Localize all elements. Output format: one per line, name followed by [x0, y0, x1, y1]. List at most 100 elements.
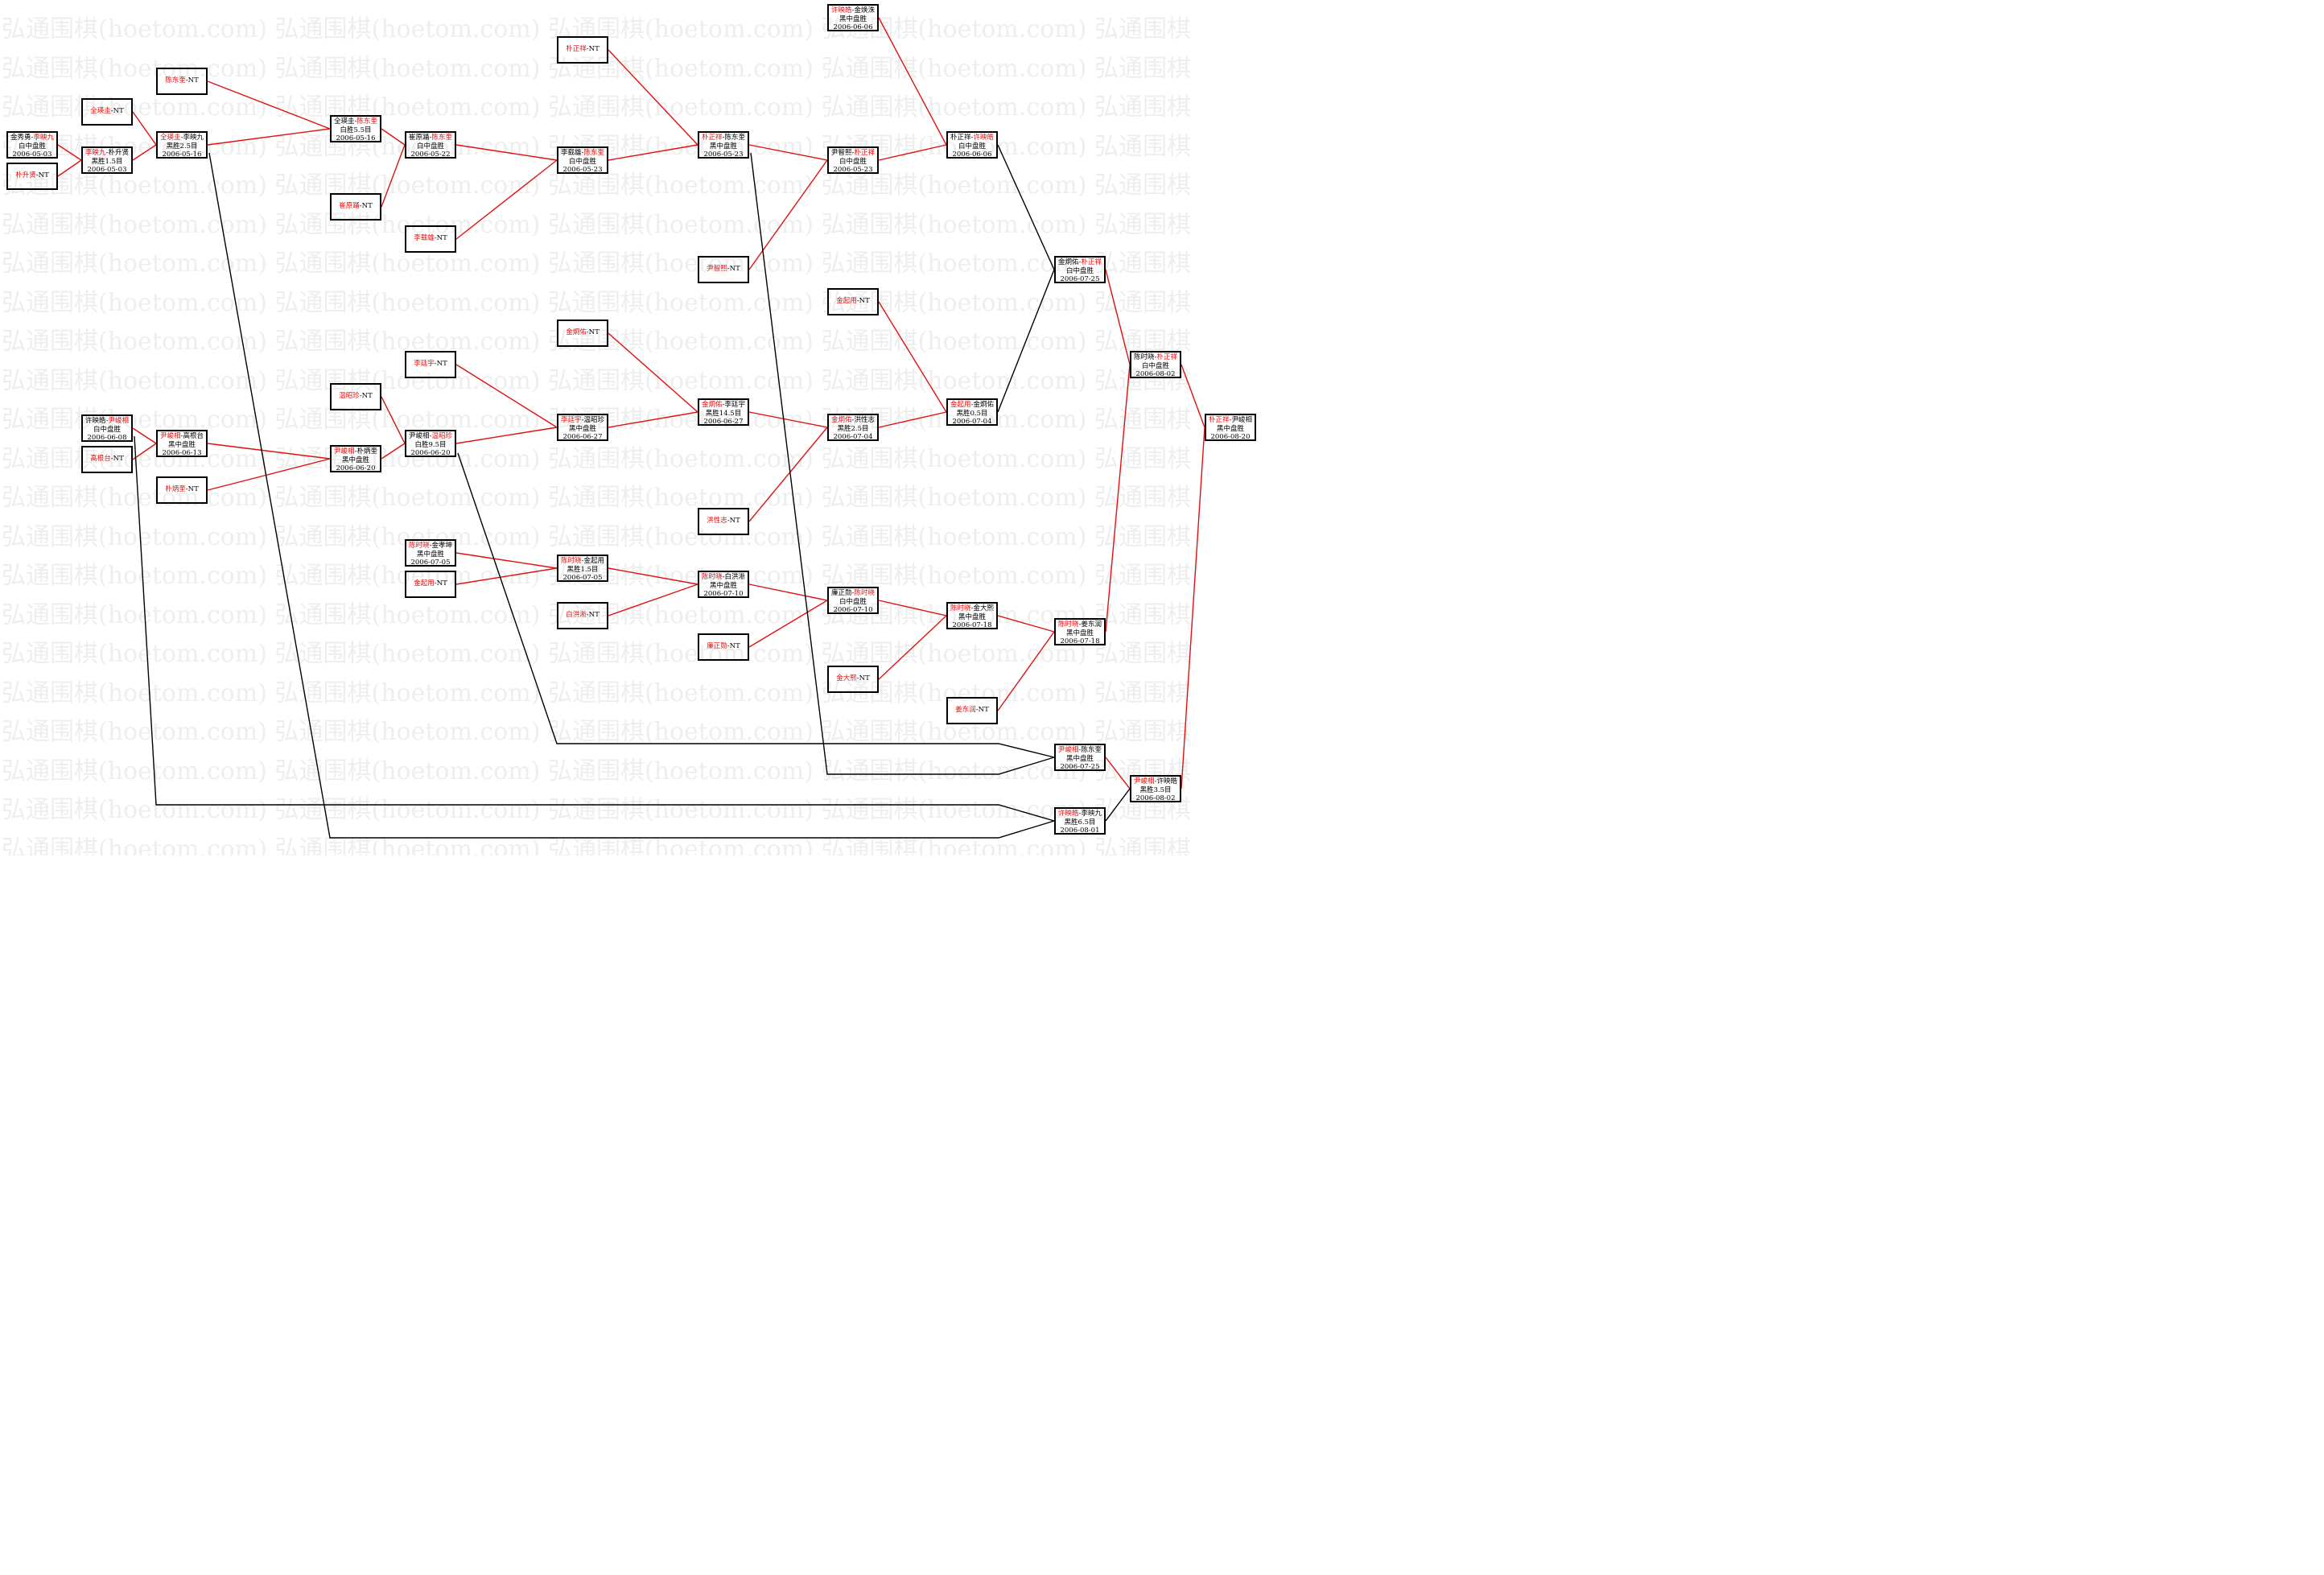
match-date: 2006-06-08: [87, 434, 127, 442]
match-result: 黑胜3.5目: [1139, 785, 1172, 794]
player-white: 尹峻相: [108, 417, 129, 425]
watermark-row: 弘通围棋(hoetom.com) 弘通围棋(hoetom.com) 弘通围棋(h…: [2, 562, 1191, 590]
bracket-connector: [608, 144, 698, 161]
bracket-connector: [207, 128, 331, 146]
seed-label: -NT: [359, 392, 373, 400]
match-players: 尹智熙-NT: [699, 265, 748, 274]
watermark-row: 弘通围棋(hoetom.com) 弘通围棋(hoetom.com) 弘通围棋(h…: [2, 835, 1191, 856]
match-players: 陈时晓-金大熙: [948, 604, 996, 613]
bracket-lines: [57, 17, 1205, 839]
player-white: 朴升贤: [108, 149, 129, 157]
player-separator: -: [1229, 416, 1232, 424]
match-players: 金起用-NT: [829, 297, 877, 306]
player-separator: -: [970, 604, 974, 612]
player-black: 尹峻相: [409, 432, 430, 440]
seed-box: 陈东奎-NT: [156, 68, 208, 95]
bracket-connector: [608, 49, 698, 146]
match-players: 朴炳奎-NT: [158, 485, 206, 494]
player-white: 许映皓: [973, 134, 994, 142]
bracket-connector: [608, 411, 698, 428]
player-name: 白洪淅: [566, 611, 587, 619]
bracket-connector: [455, 552, 558, 569]
match-players: 陈时晓-金起用: [558, 557, 607, 566]
match-players: 朴正祥-许映皓: [948, 134, 996, 142]
player-black: 陈时晓: [409, 542, 430, 550]
player-white: 朴正祥: [854, 149, 875, 157]
player-black: 朴正祥: [702, 134, 723, 142]
match-date: 2006-05-23: [562, 166, 603, 174]
player-separator: -: [581, 416, 584, 424]
match-date: 2006-05-23: [833, 166, 873, 174]
watermark-row: 弘通围棋(hoetom.com) 弘通围棋(hoetom.com) 弘通围棋(h…: [2, 678, 1191, 707]
player-separator: -: [722, 134, 725, 142]
match-result: 黑中盘胜: [568, 424, 596, 433]
player-separator: -: [429, 542, 432, 550]
match-result: 黑胜0.5目: [956, 409, 988, 418]
player-separator: -: [180, 134, 183, 142]
player-separator: -: [851, 416, 855, 424]
bracket-connector: [132, 443, 157, 460]
seed-box: 朴炳奎-NT: [156, 476, 208, 504]
bracket-connector: [878, 615, 947, 680]
player-black: 金炯佑: [831, 416, 852, 424]
player-white: 朴炳奎: [356, 447, 377, 456]
match-players: 陈时晓-姜东润: [1056, 621, 1104, 629]
player-name: 金大熙: [836, 674, 857, 682]
player-separator: -: [1078, 258, 1082, 266]
loser-path-connector: [750, 152, 1055, 775]
bracket-connector: [132, 427, 157, 444]
match-players: 金起用-NT: [406, 579, 455, 588]
player-name: 温昭珍: [339, 392, 360, 400]
match-date: 2006-07-18: [952, 621, 992, 629]
watermark-row: 弘通围棋(hoetom.com) 弘通围棋(hoetom.com) 弘通围棋(h…: [2, 406, 1191, 434]
seed-box: 高根台-NT: [81, 446, 133, 473]
match-date: 2006-05-22: [410, 150, 451, 159]
match-players: 朴正祥-陈东奎: [699, 134, 748, 142]
seed-label: -NT: [727, 265, 740, 273]
match-players: 崔原踊-陈东奎: [406, 134, 455, 142]
bracket-connector: [132, 144, 157, 161]
player-separator: -: [105, 149, 109, 157]
match-result: 黑中盘胜: [839, 14, 867, 23]
player-separator: -: [970, 134, 974, 142]
player-white: 金炯佑: [973, 401, 994, 409]
player-black: 金秀勇: [10, 134, 31, 142]
match-result: 白中盘胜: [1141, 361, 1169, 370]
match-result: 黑中盘胜: [1216, 424, 1244, 433]
watermark-row: 弘通围棋(hoetom.com) 弘通围棋(hoetom.com) 弘通围棋(h…: [2, 210, 1191, 239]
match-players: 陈时晓-朴正祥: [1131, 353, 1180, 362]
match-players: 李载雄-NT: [406, 234, 455, 243]
player-separator: -: [429, 432, 432, 440]
player-white: 陈东奎: [356, 118, 377, 126]
player-white: 金大熙: [973, 604, 994, 612]
player-black: 金起用: [950, 401, 971, 409]
watermark-row: 弘通围棋(hoetom.com) 弘通围棋(hoetom.com) 弘通围棋(h…: [2, 171, 1191, 200]
match-players: 崔原踊-NT: [332, 202, 380, 211]
match-players: 李廷宇-NT: [406, 360, 455, 369]
match-players: 廉正勋-NT: [699, 642, 748, 651]
bracket-connector: [455, 144, 558, 161]
match-result: 白中盘胜: [93, 425, 121, 434]
player-black: 尹智熙: [831, 149, 852, 157]
bracket-connector: [748, 427, 828, 522]
seed-box: 全瑛圭-NT: [81, 98, 133, 126]
player-separator: -: [1078, 621, 1082, 629]
match-players: 陈东奎-NT: [158, 76, 206, 85]
match-players: 尹峻相-许映皓: [1131, 777, 1180, 786]
match-result: 白中盘胜: [1065, 266, 1094, 275]
bracket-connector: [1105, 364, 1131, 633]
player-separator: -: [581, 557, 584, 565]
player-separator: -: [581, 149, 584, 157]
match-date: 2006-08-01: [1060, 827, 1100, 835]
match-result: 黑胜6.5目: [1064, 818, 1096, 827]
